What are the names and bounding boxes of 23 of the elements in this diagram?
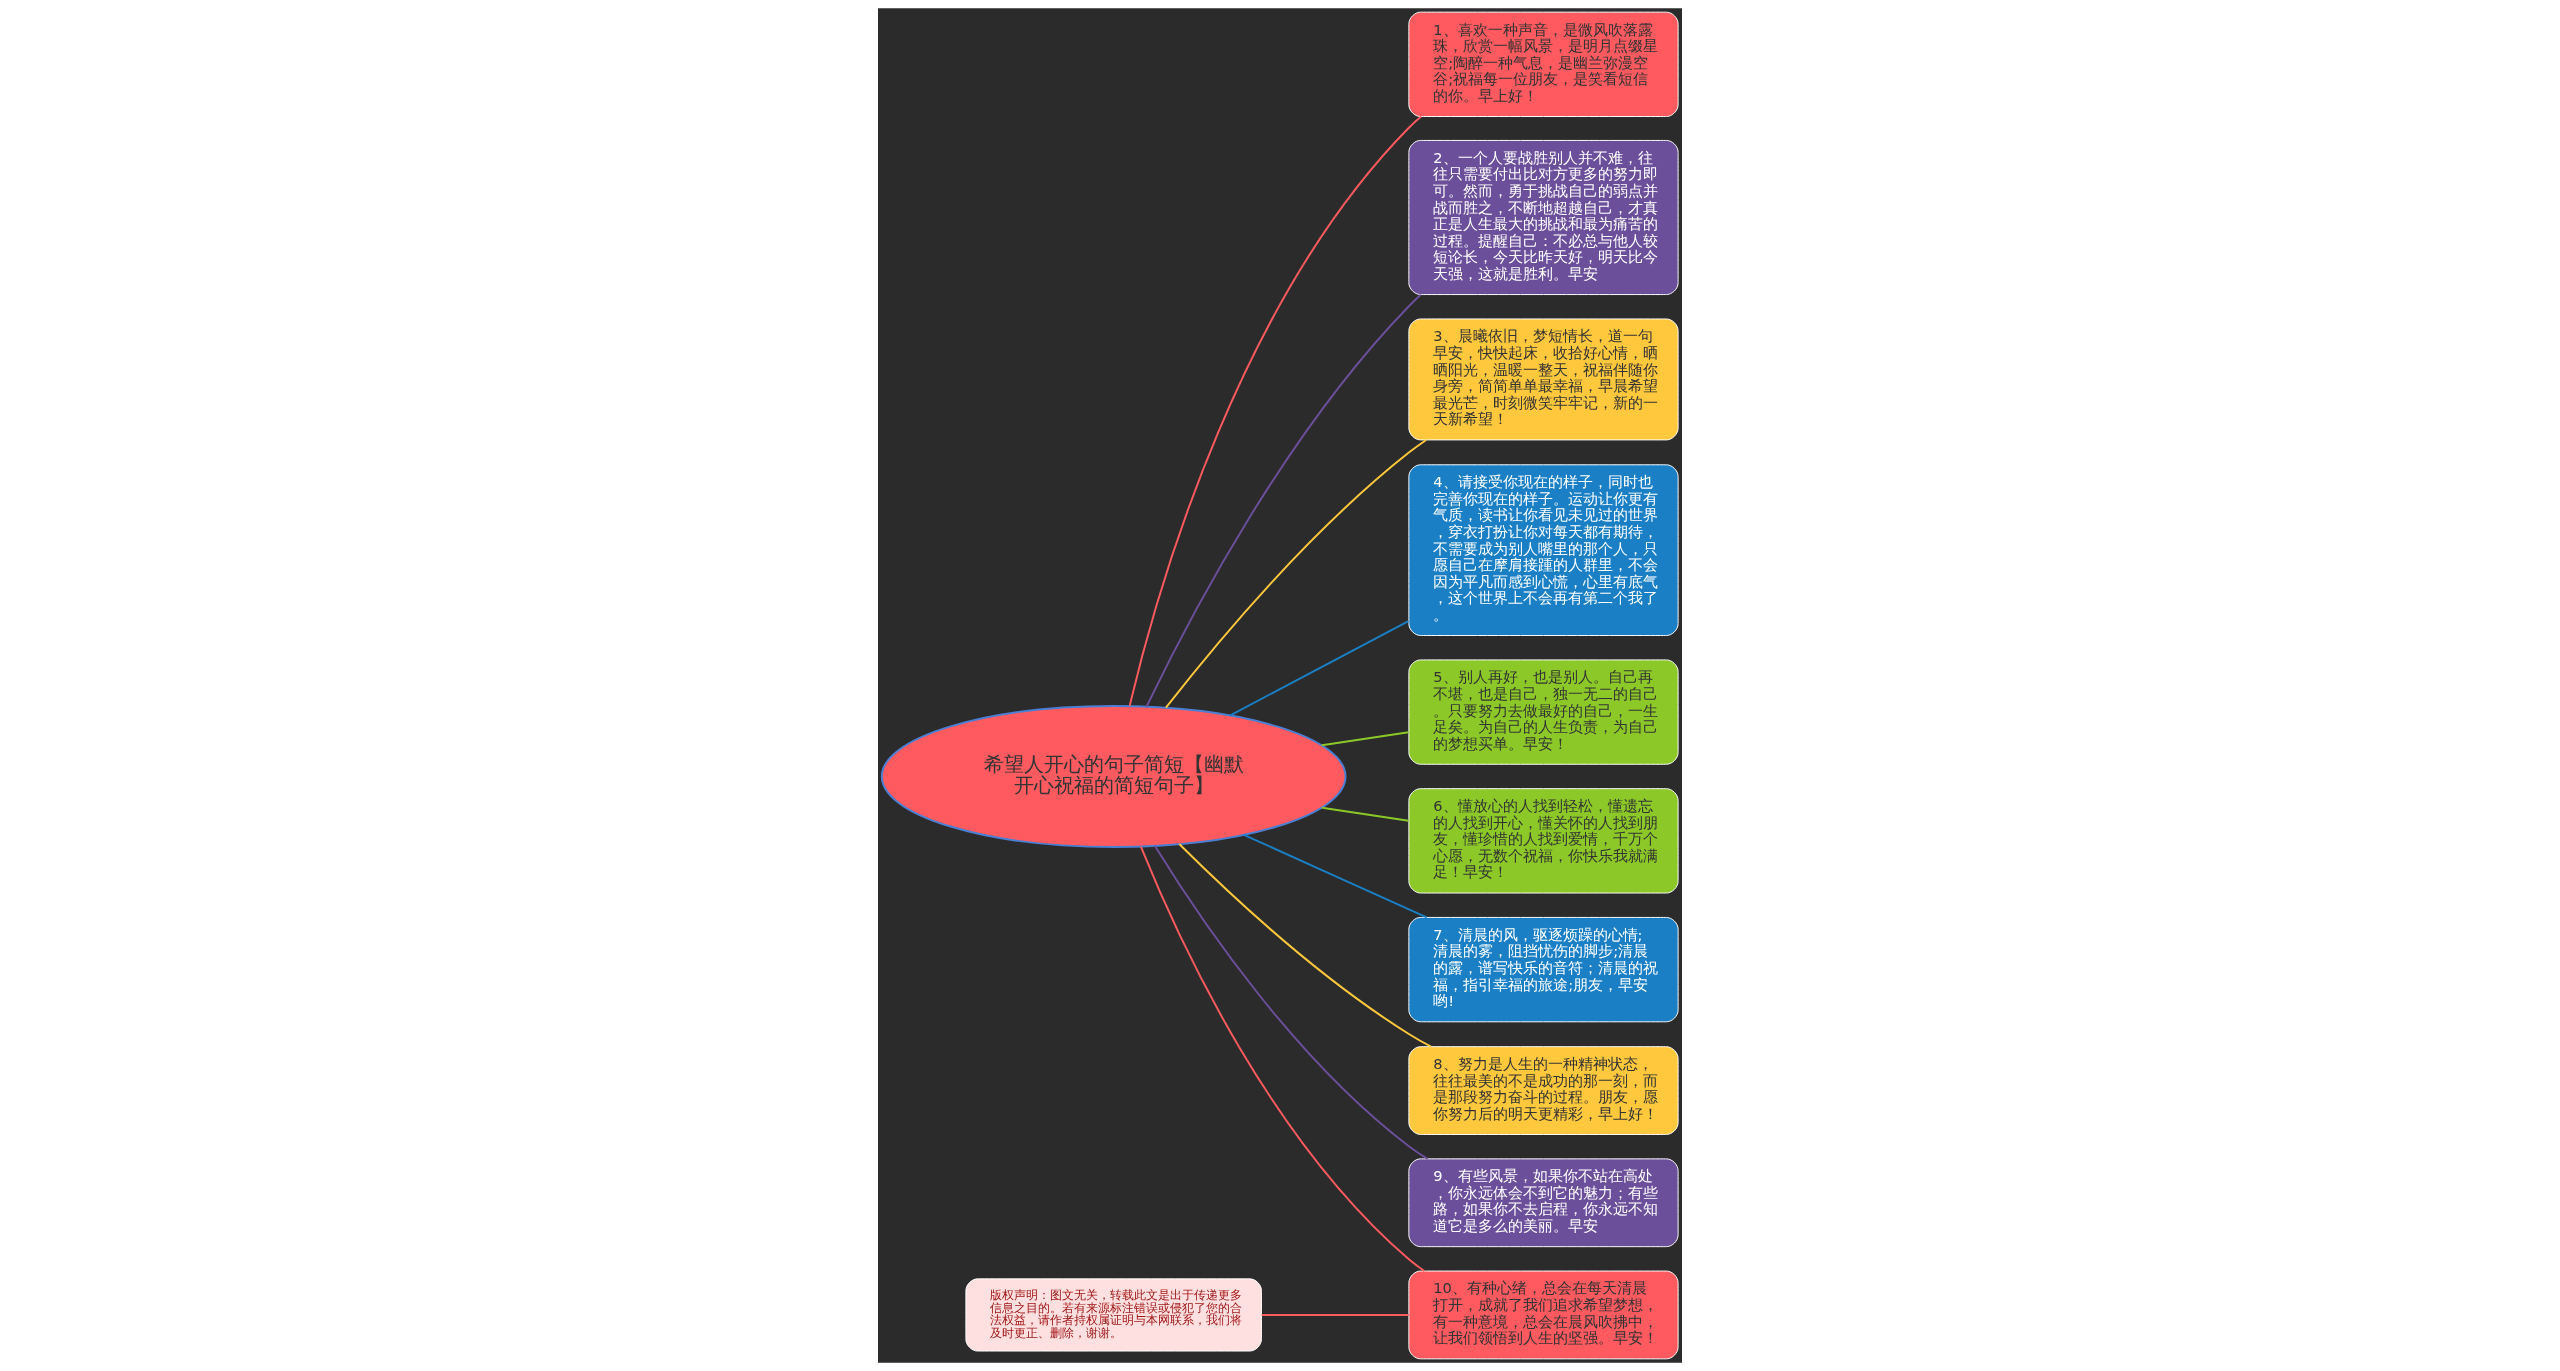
node-box: 10、有种心绪，总会在每天清晨打开，成就了我们追求希望梦想，有一种意境，总会在晨风吹拂中，让我们领悟到人生的坚强。早安！ xyxy=(1408,1270,1679,1360)
connector xyxy=(1242,833,1428,919)
node-box: 5、别人再好，也是别人。自己再不堪，也是自己，独一无二的自己。只要努力去做最好的自己，一生足矣。为自己的人生负责，为自己的梦想买单。早安！ xyxy=(1408,659,1679,765)
node-box: 7、清晨的风，驱逐烦躁的心情;清晨的雾，阻挡忧伤的脚步;清晨的露，谱写快乐的音符；清晨的祝福，指引幸福的旅途;朋友，早安哟! xyxy=(1408,916,1679,1023)
node-box: 9、有些风景，如果你不站在高处，你永远体会不到它的魅力；有些路，如果你不去启程，你永远不知道它是多么的美丽。早安 xyxy=(1408,1158,1679,1248)
connector xyxy=(1228,620,1410,717)
connector xyxy=(1320,806,1410,822)
connector xyxy=(1128,115,1423,708)
connector xyxy=(1260,1313,1410,1316)
connector xyxy=(1139,845,1426,1272)
node-box: 3、晨曦依旧，梦短情长，道一句早安，快快起床，收拾好心情，晒晒阳光，温暖一整天，祝福伴随你身旁，简简单单最幸福，早晨希望最光芒，时刻微笑牢牢记，新的一天新希望！ xyxy=(1408,318,1679,441)
connector xyxy=(1164,438,1428,709)
node-box: 4、请接受你现在的样子，同时也完善你现在的样子。运动让你更有气质，读书让你看见未见过的世界，穿衣打扮让你对每天都有期待，不需要成为别人嘴里的那个人，只愿自己在摩肩接踵的人群里，不会因为平凡而感到心慌，心里有底气，这个世界上不会再有第二个我了。 xyxy=(1408,464,1679,636)
connector xyxy=(1320,731,1410,747)
node-box: 1、喜欢一种声音，是微风吹落露珠，欣赏一幅风景，是明月点缀星空;陶醉一种气息，是幽兰弥漫空谷;祝福每一位朋友，是笑看短信的你。早上好！ xyxy=(1408,11,1679,117)
node-box: 2、一个人要战胜别人并不难，往往只需要付出比对方更多的努力即可。然而，勇于挑战自己的弱点并战而胜之，不断地超越自己，才真正是人生最大的挑战和最为痛苦的过程。提醒自己：不必总与他人较短论长，今天比昨天好，明天比今天强，这就是胜利。早安 xyxy=(1408,139,1679,296)
connector xyxy=(1153,844,1429,1160)
connector xyxy=(1178,843,1432,1048)
node-ellipse: 希望人开心的句子简短【幽默开心祝福的简短句子】 xyxy=(880,705,1347,848)
node-box: 8、努力是人生的一种精神状态，往往最美的不是成功的那一刻，而是那段努力奋斗的过程。朋友，愿你努力后的明天更精彩，早上好！ xyxy=(1408,1046,1679,1135)
connector xyxy=(1145,293,1422,708)
node-box: 版权声明：图文无关，转载此文是出于传递更多信息之目的。若有来源标注错误或侵犯了您的合法权益，请作者持权属证明与本网联系，我们将及时更正、删除，谢谢。 xyxy=(965,1278,1262,1352)
node-box: 6、懂放心的人找到轻松，懂遗忘的人找到开心，懂关怀的人找到朋友，懂珍惜的人找到爱情，千万个心愿，无数个祝福，你快乐我就满足！早安！ xyxy=(1408,788,1679,894)
